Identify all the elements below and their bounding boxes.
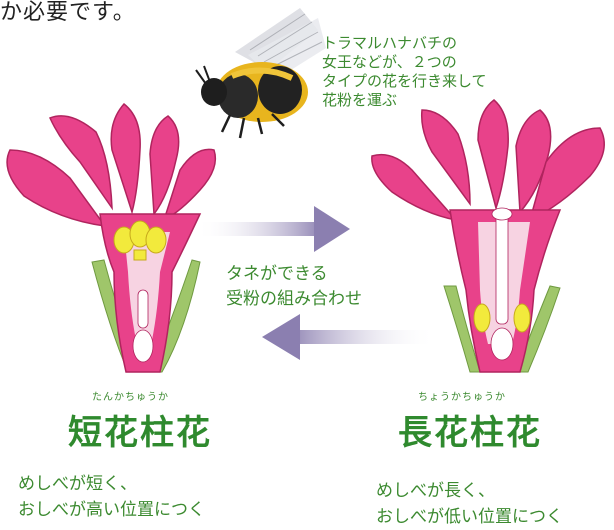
bee-annotation: トラマルハナバチの 女王などが、２つの タイプの花を行き来して 花粉を運ぶ [322, 34, 487, 110]
long-style-description: めしべが長く、 おしべが低い位置につく [376, 478, 563, 530]
arrow-right [196, 206, 350, 252]
short-style-desc-line-2: おしべが高い位置につく [18, 500, 205, 520]
bumblebee-illustration [195, 8, 326, 139]
long-style-ruby: ちょうかちゅうか [418, 392, 506, 403]
arrow-left [262, 314, 436, 360]
long-style-title: 長花柱花 [398, 413, 542, 453]
pollination-annotation-line-2: 受粉の組み合わせ [226, 289, 362, 309]
bee-annotation-line-1: トラマルハナバチの [322, 34, 458, 52]
short-style-flower [6, 102, 217, 373]
long-style-desc-line-2: おしべが低い位置につく [376, 507, 563, 527]
short-style-desc-line-1: めしべが短く、 [18, 474, 137, 494]
bee-annotation-line-3: タイプの花を行き来して [322, 72, 487, 90]
long-style-desc-line-1: めしべが長く、 [376, 481, 495, 501]
short-style-title: 短花柱花 [68, 413, 212, 453]
short-style-description: めしべが短く、 おしべが高い位置につく [18, 471, 205, 523]
pollination-annotation-line-1: タネができる [226, 264, 328, 284]
short-style-ruby: たんかちゅうか [92, 392, 169, 403]
bee-annotation-line-4: 花粉を運ぶ [322, 91, 398, 109]
top-text-fragment: か必要です。 [0, 0, 136, 25]
long-style-flower [371, 99, 605, 373]
bee-annotation-line-2: 女王などが、２つの [322, 53, 457, 71]
pollination-annotation: タネができる 受粉の組み合わせ [226, 262, 362, 312]
